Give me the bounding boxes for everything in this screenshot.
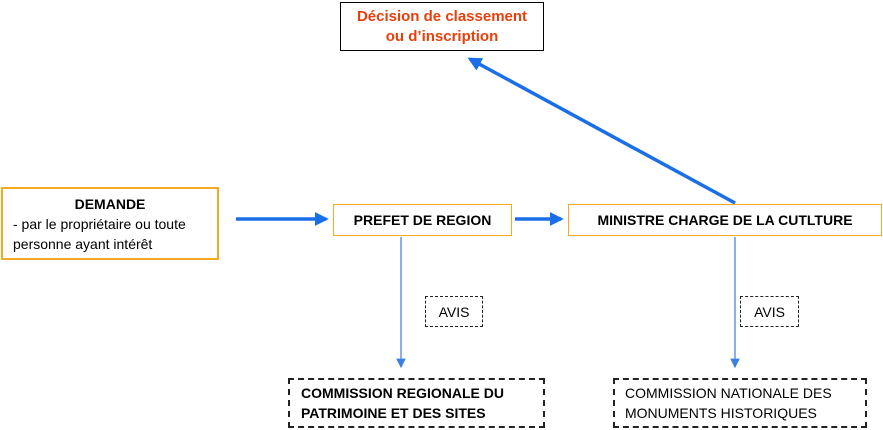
commission-nationale-box: COMMISSION NATIONALE DES MONUMENTS HISTO… [613,378,867,428]
decision-line-2: ou d’inscription [385,27,499,45]
cnmh-line-2: MONUMENTS HISTORIQUES [625,405,817,421]
demande-line-2: personne ayant intérêt [13,235,153,252]
crps-line-2: PATRIMOINE ET DES SITES [301,405,486,421]
ministre-box: MINISTRE CHARGE DE LA CUTLTURE [568,204,882,236]
prefet-label: PREFET DE REGION [353,212,492,228]
demande-title: DEMANDE [74,195,146,212]
decision-line-1: Décision de classement [356,7,528,25]
prefet-box: PREFET DE REGION [333,204,512,236]
avis-regional-label: AVIS [425,296,483,327]
commission-regionale-box: COMMISSION REGIONALE DU PATRIMOINE ET DE… [288,378,545,428]
arrow-ministre-to-decision [467,57,736,205]
decision-box: Décision de classement ou d’inscription [340,2,544,51]
demande-box: DEMANDE - par le propriétaire ou toute p… [1,187,219,260]
demande-line-1: - par le propriétaire ou toute [13,215,186,232]
avis-national-label: AVIS [740,296,799,327]
crps-line-1: COMMISSION REGIONALE DU [301,385,505,401]
ministre-label: MINISTRE CHARGE DE LA CUTLTURE [597,212,853,228]
cnmh-line-1: COMMISSION NATIONALE DES [625,385,832,401]
